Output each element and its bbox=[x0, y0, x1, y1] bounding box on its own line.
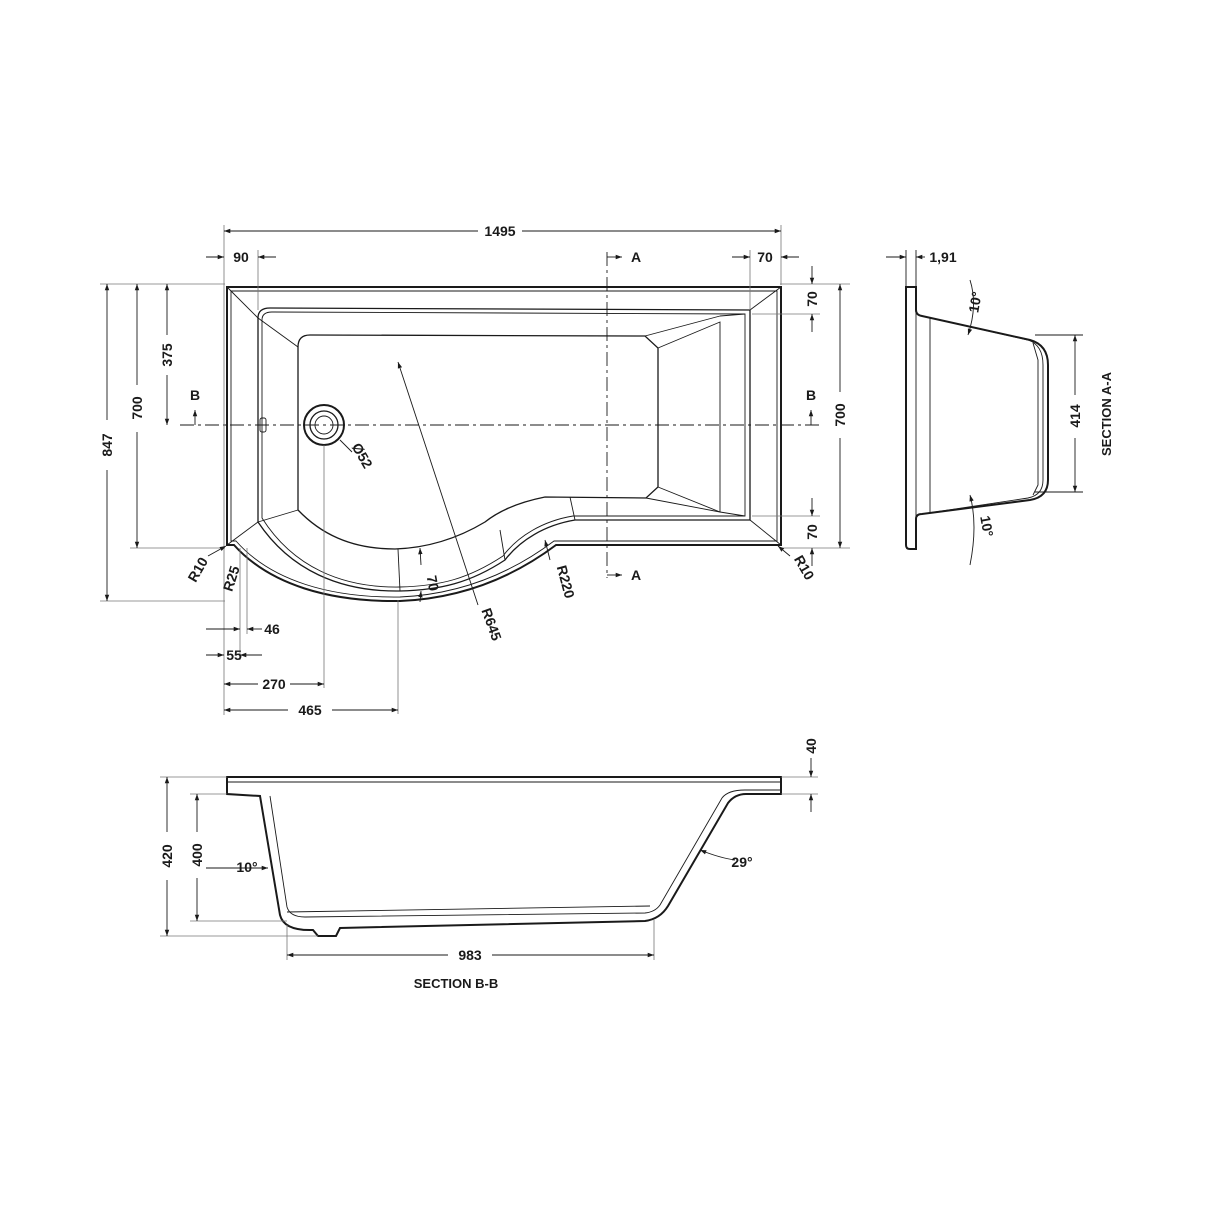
dim-rim-thickness: 1,91 bbox=[929, 249, 956, 265]
dim-radius-r220: R220 bbox=[554, 563, 578, 600]
section-b-label-left: B bbox=[190, 387, 200, 403]
section-bb-title: SECTION B-B bbox=[414, 976, 499, 991]
dim-55: 55 bbox=[226, 647, 242, 663]
dim-angle-right: 29° bbox=[731, 854, 752, 870]
dim-radius-r10-right: R10 bbox=[791, 552, 818, 582]
dim-46: 46 bbox=[264, 621, 280, 637]
dim-radius-r25: R25 bbox=[220, 564, 243, 594]
section-a-label-top: A bbox=[631, 249, 641, 265]
dim-270: 270 bbox=[262, 676, 286, 692]
dim-right-rim: 70 bbox=[757, 249, 773, 265]
dim-total-height: 420 bbox=[159, 844, 175, 868]
dim-465: 465 bbox=[298, 702, 322, 718]
plan-outer-outline bbox=[226, 286, 782, 603]
dim-radius-r10-left: R10 bbox=[184, 554, 211, 584]
dim-radius-r645: R645 bbox=[478, 606, 505, 643]
section-a-label-bottom: A bbox=[631, 567, 641, 583]
dim-inner-height: 400 bbox=[189, 843, 205, 867]
dim-left-rim: 90 bbox=[233, 249, 249, 265]
plan-shower-shoulder bbox=[657, 321, 721, 513]
dim-angle-bottom: 10° bbox=[977, 514, 996, 538]
section-aa-title: SECTION A-A bbox=[1099, 371, 1114, 456]
dim-angle-top: 10° bbox=[965, 290, 984, 314]
section-bb-view: 40 420 400 10° 29° 983 SECTION B-B bbox=[159, 738, 819, 991]
section-b-label-right: B bbox=[806, 387, 816, 403]
plan-inner-rim bbox=[257, 307, 751, 592]
dim-rim-top-right: 70 bbox=[804, 291, 820, 307]
plan-basin-floor bbox=[297, 334, 659, 550]
dim-width-700-right: 700 bbox=[832, 403, 848, 427]
dim-overall-length: 1495 bbox=[484, 223, 515, 239]
section-aa-view: 1,91 10° 10° 414 SECTION A-A bbox=[886, 249, 1114, 566]
dim-waste-offset: 375 bbox=[159, 343, 175, 367]
dim-base-length: 983 bbox=[458, 947, 482, 963]
dim-rim-curve: 70 bbox=[424, 574, 442, 592]
dim-rim-bottom-right: 70 bbox=[804, 524, 820, 540]
dim-depth-414: 414 bbox=[1067, 404, 1083, 428]
plan-view bbox=[180, 252, 820, 606]
dim-overall-width: 847 bbox=[99, 433, 115, 457]
dim-waste-diameter: Ø52 bbox=[349, 440, 376, 471]
plan-dimensions: 1495 90 70 A A B B 847 700 375 70 bbox=[99, 223, 850, 718]
dim-width-700-left: 700 bbox=[129, 396, 145, 420]
plan-inner-rim-2 bbox=[261, 311, 746, 588]
dim-rim-height: 40 bbox=[803, 738, 819, 754]
dim-angle-left: 10° bbox=[236, 859, 257, 875]
plan-rim-bevel bbox=[230, 290, 778, 598]
